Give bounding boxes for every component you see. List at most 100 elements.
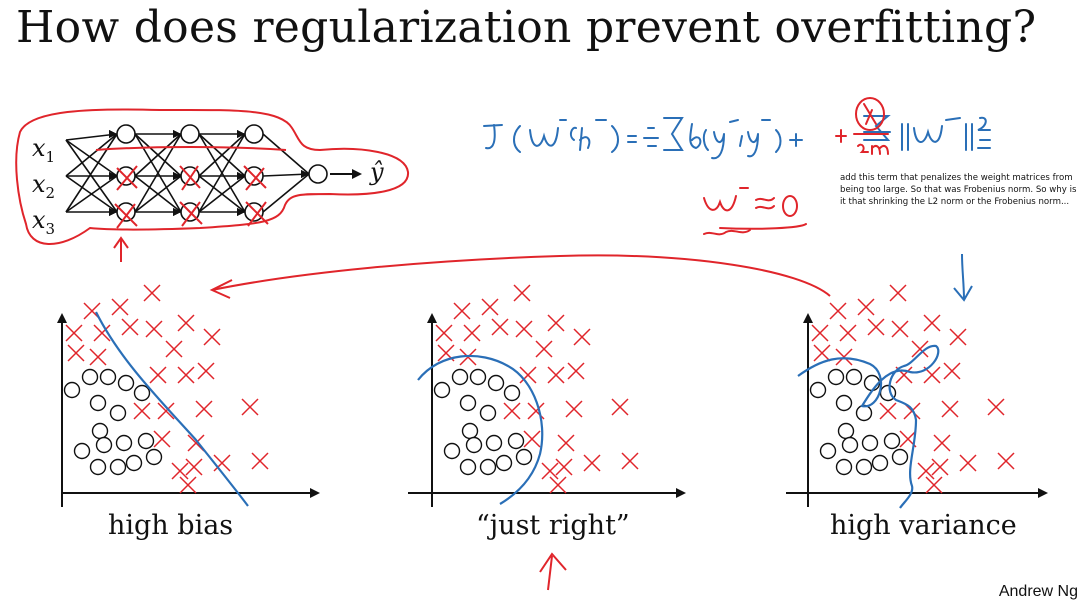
network-edge <box>65 139 118 177</box>
class-x-point <box>157 402 175 420</box>
class-o-point <box>91 422 109 440</box>
input-x3-label: x3 <box>32 206 56 238</box>
class-o-point <box>835 394 853 412</box>
class-x-point <box>931 458 949 476</box>
class-o-point <box>883 432 901 450</box>
class-o-point <box>503 384 521 402</box>
cost-function-handwriting <box>483 115 991 160</box>
class-x-point <box>535 340 553 358</box>
network-edge-arrowhead <box>109 130 117 138</box>
class-x-point <box>145 320 163 338</box>
output-y-hat-label: ŷ <box>370 158 384 186</box>
class-x-point <box>583 454 601 472</box>
class-x-point <box>941 400 959 418</box>
class-x-point <box>839 324 857 342</box>
class-x-point <box>933 434 951 452</box>
class-x-point <box>515 320 533 338</box>
curved-arrow-head <box>209 279 233 299</box>
neural-network <box>15 108 410 262</box>
class-o-point <box>115 434 133 452</box>
class-o-point <box>465 436 483 454</box>
class-x-point <box>203 328 221 346</box>
class-o-point <box>109 458 127 476</box>
lambda-term <box>835 97 889 155</box>
class-o-point <box>819 442 837 460</box>
class-o-point <box>89 458 107 476</box>
class-o-point <box>73 442 91 460</box>
class-x-point <box>557 434 575 452</box>
class-x-point <box>621 452 639 470</box>
network-edge-arrowhead <box>237 130 245 138</box>
weight-approx-zero <box>703 187 807 236</box>
plot-caption-just-right: “just right” <box>476 510 630 541</box>
class-x-point <box>959 454 977 472</box>
class-o-point <box>433 381 451 399</box>
boundary-high-variance <box>797 344 940 509</box>
input-x1-label: x1 <box>32 134 56 166</box>
class-o-point <box>63 381 81 399</box>
network-unit <box>116 202 136 222</box>
class-x-point <box>889 284 907 302</box>
class-x-point <box>177 366 195 384</box>
network-edge <box>134 175 182 213</box>
network-edge <box>65 175 118 213</box>
annotation-note: add this term that penalizes the weight … <box>840 173 1077 207</box>
class-o-point <box>99 368 117 386</box>
class-x-point <box>911 340 929 358</box>
class-x-point <box>565 400 583 418</box>
class-x-point <box>519 366 537 384</box>
class-x-point <box>523 430 541 448</box>
network-unit <box>244 202 264 222</box>
input-x2-label: x2 <box>32 170 56 202</box>
plot-high-variance <box>786 284 1048 507</box>
class-x-point <box>67 344 85 362</box>
class-o-point <box>861 434 879 452</box>
class-o-point <box>89 394 107 412</box>
class-x-point <box>177 314 195 332</box>
class-x-point <box>835 348 853 366</box>
class-o-point <box>461 422 479 440</box>
class-o-point <box>479 458 497 476</box>
class-o-point <box>871 454 889 472</box>
network-edge-arrowhead <box>301 170 309 178</box>
class-x-point <box>195 400 213 418</box>
class-x-point <box>491 318 509 336</box>
network-edge <box>65 133 118 141</box>
class-o-point <box>827 368 845 386</box>
class-x-point <box>197 362 215 380</box>
network-edge <box>65 133 118 177</box>
class-o-point <box>809 381 827 399</box>
class-x-point <box>949 328 967 346</box>
network-edge-arrowhead <box>109 172 117 180</box>
network-edge-arrowhead <box>173 208 181 216</box>
boundary-high-bias <box>95 311 249 507</box>
class-o-point <box>81 368 99 386</box>
network-edge-arrowhead <box>237 172 245 180</box>
class-x-point <box>547 366 565 384</box>
class-o-point <box>479 404 497 422</box>
class-x-point <box>213 454 231 472</box>
class-x-point <box>463 324 481 342</box>
up-arrow-just-right <box>539 552 567 591</box>
class-x-point <box>867 318 885 336</box>
class-o-point <box>487 374 505 392</box>
class-x-point <box>547 314 565 332</box>
class-x-point <box>549 476 567 494</box>
class-x-point <box>573 328 591 346</box>
class-o-point <box>837 422 855 440</box>
network-unit <box>244 124 264 144</box>
class-x-point <box>93 324 111 342</box>
class-o-point <box>891 448 909 466</box>
class-x-point <box>179 476 197 494</box>
class-o-point <box>507 432 525 450</box>
class-o-point <box>845 368 863 386</box>
network-unit <box>180 124 200 144</box>
class-x-point <box>567 362 585 380</box>
class-x-point <box>241 398 259 416</box>
class-x-point <box>997 452 1015 470</box>
class-x-point <box>171 462 189 480</box>
curved-arrow-to-high-bias <box>211 254 831 297</box>
class-o-point <box>117 374 135 392</box>
class-x-point <box>185 458 203 476</box>
